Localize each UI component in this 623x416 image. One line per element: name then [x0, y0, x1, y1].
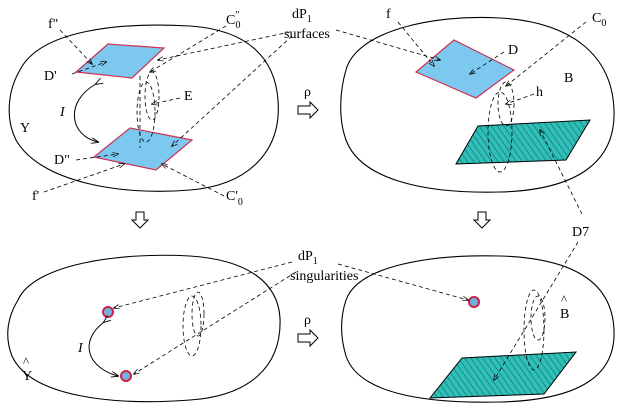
involution-arc-bottom	[88, 322, 118, 376]
label-f-dprime: f"	[48, 17, 58, 32]
surface-d-dprime	[92, 127, 194, 171]
surface-d7-top	[455, 119, 591, 165]
label-y-hat: Y	[22, 369, 32, 384]
label-singularities: singularities	[290, 269, 358, 284]
label-i-bottom: I	[77, 341, 84, 356]
leader-f-dprime	[59, 29, 92, 64]
blob-b	[340, 16, 615, 193]
label-d: D	[508, 43, 518, 58]
leader-d-prime	[71, 62, 106, 75]
surface-d7-bottom	[428, 351, 578, 399]
label-f: f	[386, 7, 391, 22]
label-c0: C0	[592, 11, 606, 29]
leader-c0-prime	[162, 164, 225, 197]
label-d-dprime: D"	[54, 153, 70, 168]
curve-ellipse-y-hat	[182, 295, 202, 357]
curve-ellipse-y-hat-2	[191, 291, 205, 337]
involution-arc-top	[74, 84, 98, 142]
singularity-top	[102, 306, 114, 318]
label-dp1-singularities: dP1	[298, 249, 318, 267]
surface-d-prime	[74, 43, 166, 79]
leader-d7-top	[540, 130, 583, 215]
label-c0-prime: C'0	[226, 189, 243, 208]
label-c0-dprime: C"0	[226, 10, 240, 31]
label-i-top: I	[59, 105, 66, 120]
singularity-b-hat	[468, 296, 480, 308]
label-b: B	[564, 71, 573, 86]
label-h: h	[536, 85, 543, 100]
leader-f	[397, 21, 434, 66]
leader-c0-dprime	[150, 25, 227, 72]
blob-b-hat	[340, 255, 615, 403]
label-surfaces: surfaces	[284, 27, 330, 42]
label-e: E	[184, 89, 193, 104]
leader-d-dprime	[75, 154, 118, 161]
leader-surfaces-1	[158, 31, 291, 60]
curve-ellipse-b-hat	[523, 289, 545, 371]
curve-ellipse-b-hat-2	[530, 295, 546, 341]
label-dp1-surfaces: dP1	[292, 7, 312, 25]
label-d-prime: D'	[44, 69, 57, 84]
leader-surfaces-3	[335, 29, 440, 60]
leader-singularities-3	[337, 263, 468, 300]
surface-d	[414, 39, 516, 99]
blob-y	[8, 24, 279, 192]
label-f-prime: f'	[32, 189, 39, 204]
curve-h-ellipse	[487, 91, 513, 173]
label-y-hat-accent: ^	[23, 354, 29, 369]
down-arrow-right	[472, 211, 492, 229]
label-b-hat: B	[560, 307, 569, 322]
leader-d7-bottom	[494, 241, 579, 380]
map-arrow-bottom	[297, 328, 319, 348]
label-rho-bottom: ρ	[304, 313, 311, 328]
curve-c0-prime-ellipse	[144, 71, 160, 121]
label-y: Y	[20, 121, 30, 136]
blob-y-hat	[7, 254, 281, 403]
map-arrow-top	[297, 100, 319, 120]
label-d7: D7	[572, 225, 589, 240]
curve-c0-ellipse	[497, 81, 515, 127]
leader-f-prime	[43, 164, 124, 193]
leader-h	[506, 93, 535, 104]
leader-c0	[506, 21, 587, 86]
leader-singularities-2	[134, 271, 297, 374]
leader-surfaces-2	[172, 35, 293, 146]
singularity-bottom	[120, 370, 132, 382]
leader-singularities-1	[114, 261, 293, 308]
down-arrow-left	[130, 211, 150, 229]
leader-e	[152, 97, 181, 104]
label-b-hat-accent: ^	[561, 292, 567, 307]
label-rho-top: ρ	[304, 85, 311, 100]
